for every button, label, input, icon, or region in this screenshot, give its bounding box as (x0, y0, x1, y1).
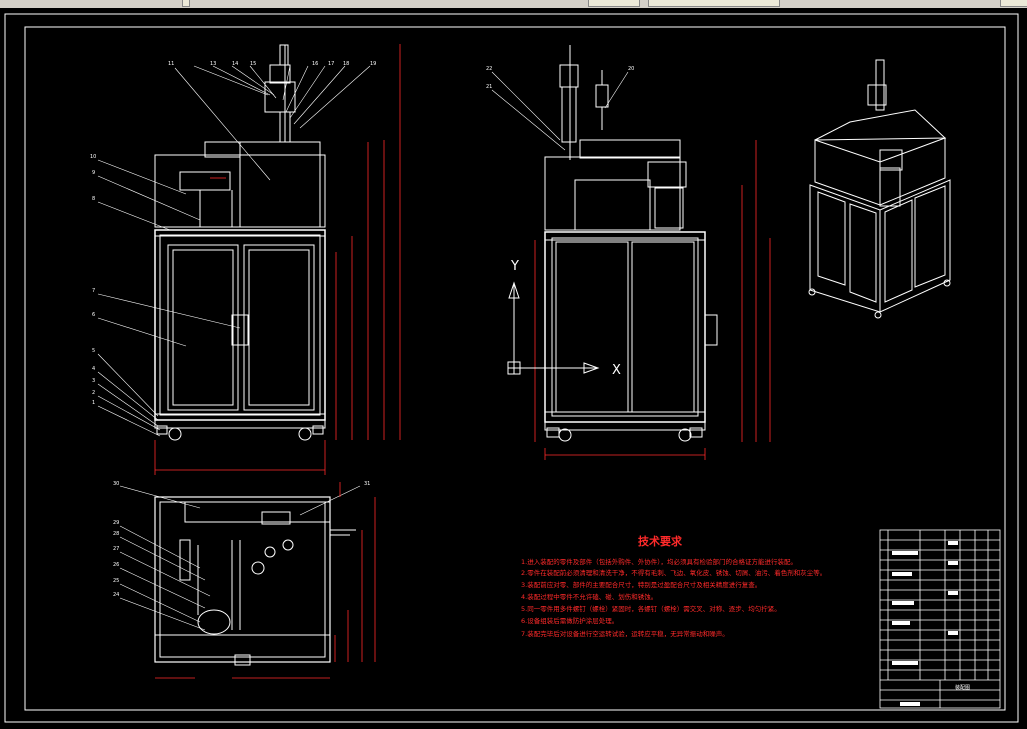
title-block-label: 装配图 (955, 684, 970, 691)
callout-10: 10 (90, 154, 96, 160)
callout-18: 18 (343, 61, 349, 67)
front-dimensions (154, 44, 401, 475)
callout-29: 29 (113, 520, 119, 526)
window-titlebar (0, 0, 1027, 8)
toolbar-tab[interactable] (182, 0, 190, 7)
tech-requirement-6: 6.设备组装后需做防护涂层处理。 (521, 617, 619, 625)
bottom-dimensions (155, 482, 376, 679)
toolbar-tab[interactable] (648, 0, 780, 7)
callout-28: 28 (113, 531, 119, 537)
outer-border (4, 13, 1019, 723)
callout-9: 9 (92, 170, 95, 176)
callout-8: 8 (92, 196, 95, 202)
toolbar-tab[interactable] (588, 0, 640, 7)
callout-26: 26 (113, 562, 119, 568)
callout-16: 16 (312, 61, 318, 67)
side-callout-leaders (491, 71, 629, 151)
callout-19: 19 (370, 61, 376, 67)
callout-2: 2 (92, 390, 95, 396)
callout-11: 11 (168, 61, 174, 67)
side-view (544, 45, 718, 442)
callout-5: 5 (92, 348, 95, 354)
callout-13: 13 (210, 61, 216, 67)
bottom-callout-leaders (119, 485, 361, 631)
callout-4: 4 (92, 366, 95, 372)
ucs-axis-icon (507, 281, 600, 375)
axis-y-label: Y (510, 259, 519, 274)
isometric-view (808, 59, 951, 319)
callout-30: 30 (113, 481, 119, 487)
inner-border (24, 26, 1006, 711)
front-view (154, 44, 326, 441)
callout-22: 22 (486, 66, 492, 72)
tech-requirement-4: 4.装配过程中零件不允许磕、碰、划伤和锈蚀。 (521, 593, 658, 601)
tech-requirement-7: 7.装配完毕后对设备进行空运转试验，运转应平稳，无异常振动和噪声。 (521, 630, 729, 638)
callout-25: 25 (113, 578, 119, 584)
callout-27: 27 (113, 546, 119, 552)
tech-requirement-3: 3.装配前应对零、部件的主要配合尺寸，特别是过盈配合尺寸及相关精度进行复查。 (521, 581, 762, 589)
callout-3: 3 (92, 378, 95, 384)
tech-requirement-5: 5.同一零件用多件螺钉（螺栓）紧固时，各螺钉（螺栓）需交叉、对称、逐步、均匀拧紧… (521, 605, 781, 613)
callout-24: 24 (113, 592, 119, 598)
title-block (879, 529, 1001, 709)
tech-requirements-title: 技术要求 (638, 535, 682, 548)
side-dimensions (534, 140, 771, 460)
front-callout-leaders (97, 65, 371, 437)
tech-requirement-2: 2.零件在装配前必须清理和清洗干净，不得有毛刺、飞边、氧化皮、锈蚀、切屑、油污、… (521, 569, 827, 577)
callout-1: 1 (92, 400, 95, 406)
callout-7: 7 (92, 288, 95, 294)
callout-31: 31 (364, 481, 370, 487)
title-block-cells (892, 541, 958, 706)
callout-6: 6 (92, 312, 95, 318)
bottom-view (154, 496, 356, 666)
callout-21: 21 (486, 84, 492, 90)
tech-requirement-1: 1.进入装配的零件及部件（包括外购件、外协件），均必须具有检验部门的合格证方能进… (521, 558, 797, 566)
axis-x-label: X (612, 363, 621, 378)
callout-15: 15 (250, 61, 256, 67)
toolbar-tab[interactable] (1000, 0, 1027, 7)
callout-20: 20 (628, 66, 634, 72)
callout-14: 14 (232, 61, 238, 67)
callout-17: 17 (328, 61, 334, 67)
